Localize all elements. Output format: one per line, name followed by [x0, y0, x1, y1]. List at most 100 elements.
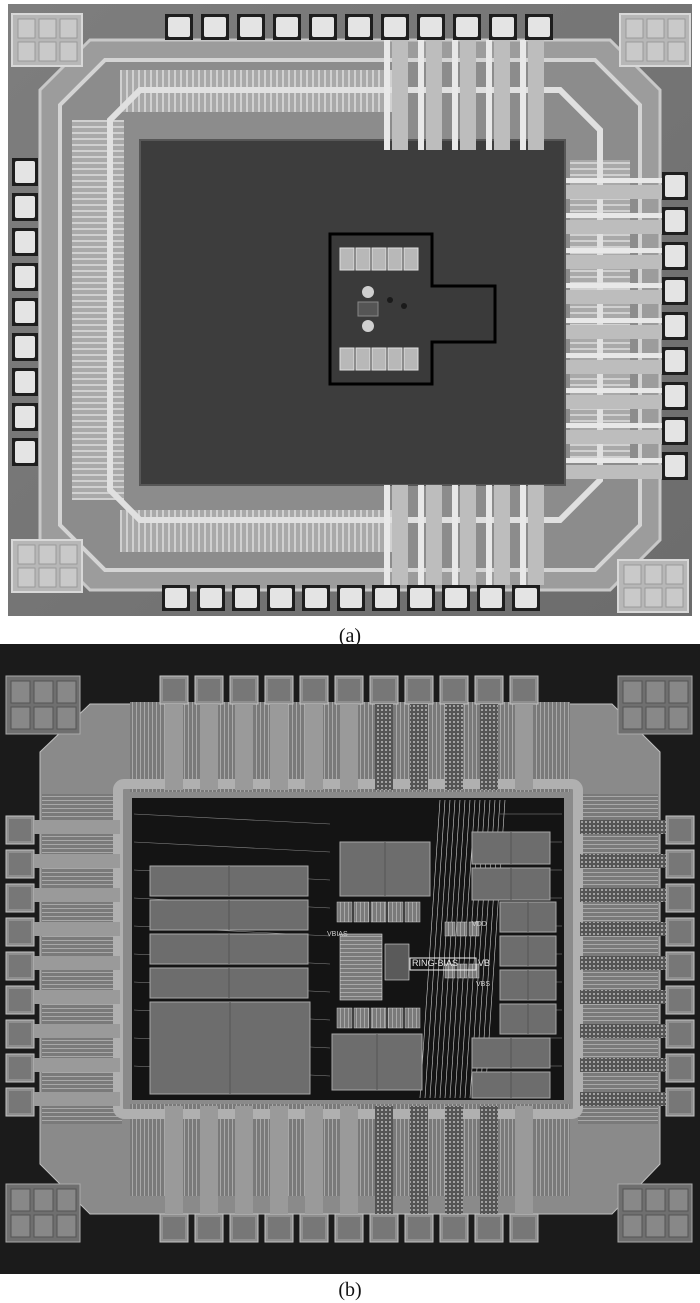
lead — [165, 1106, 183, 1214]
layout-pad-inner — [198, 1217, 220, 1239]
array-cell — [468, 921, 480, 937]
panel-b-layout: RING-BIAS VB VDD VBS VBIAS — [0, 644, 700, 1274]
array-cell — [371, 347, 387, 371]
lead-shadow — [494, 40, 510, 150]
lead — [486, 40, 492, 150]
array-cell — [387, 1007, 404, 1029]
bond-pad-metal — [200, 588, 222, 608]
array-cell — [355, 247, 371, 271]
lead — [34, 888, 120, 902]
array-cell — [403, 347, 419, 371]
bond-pad-metal — [665, 350, 685, 372]
lead — [480, 704, 498, 790]
trace — [133, 813, 331, 825]
lead — [566, 388, 662, 393]
array-cell — [387, 247, 403, 271]
analog-core — [339, 933, 383, 1001]
corner-cell-square — [625, 41, 644, 62]
layout-pad-inner — [669, 819, 691, 841]
lead — [384, 485, 390, 585]
corner-cell-square — [38, 18, 57, 39]
bond-pad-metal — [348, 17, 370, 37]
corner-cell-square — [59, 41, 78, 62]
label-vb: VB — [478, 958, 490, 968]
bond-pad-metal — [665, 420, 685, 442]
corner-cell-square — [623, 564, 642, 585]
lead-shadow — [528, 485, 544, 585]
corner-cell-square — [59, 544, 78, 565]
layout-corner-square — [56, 706, 77, 730]
corner-cell-square — [646, 41, 665, 62]
layout-pad-inner — [9, 1091, 31, 1113]
bond-pad-metal — [420, 17, 442, 37]
layout-corner-square — [668, 1188, 689, 1212]
lead — [566, 458, 662, 463]
lead-shadow — [566, 255, 662, 269]
layout-pad-inner — [513, 1217, 535, 1239]
lead — [580, 990, 666, 1004]
corner-cell-square — [667, 41, 686, 62]
layout-pad-inner — [9, 819, 31, 841]
lead — [566, 423, 662, 428]
corner-cell-square — [625, 18, 644, 39]
lead — [34, 990, 120, 1004]
bond-pad-metal — [312, 17, 334, 37]
layout-pad-inner — [268, 679, 290, 701]
layout-pad-inner — [9, 1057, 31, 1079]
array-cell — [353, 901, 370, 923]
lead — [566, 283, 662, 288]
lead — [580, 854, 666, 868]
caption-b: (b) — [338, 1279, 362, 1301]
trace — [449, 799, 471, 1099]
array-cell — [444, 963, 456, 979]
layout-corner-square — [10, 1188, 31, 1212]
pad-leads — [384, 40, 662, 585]
bond-pad-metal — [515, 588, 537, 608]
caption-a: (a) — [338, 625, 362, 647]
lead — [452, 40, 458, 150]
lead — [34, 1058, 120, 1072]
layout-pads — [5, 675, 695, 1243]
layout-pad-inner — [233, 1217, 255, 1239]
lead — [520, 485, 526, 585]
corner-cell-square — [667, 18, 686, 39]
array-cell — [353, 1007, 370, 1029]
routing-bottom — [120, 510, 400, 552]
bond-pad-metal — [15, 266, 35, 288]
layout-pad-inner — [443, 1217, 465, 1239]
layout-corner-square — [622, 706, 643, 730]
bond-pads — [11, 13, 691, 613]
lead — [580, 922, 666, 936]
layout-pad-inner — [478, 679, 500, 701]
corner-cell-square — [17, 544, 36, 565]
corner-cell-square — [17, 567, 36, 588]
bond-pad-metal — [375, 588, 397, 608]
bond-pad-metal — [665, 245, 685, 267]
layout-corner-square — [622, 1188, 643, 1212]
layout-pad-inner — [669, 887, 691, 909]
layout-pad-inner — [9, 955, 31, 977]
array-cell — [336, 901, 353, 923]
layout-pad-inner — [408, 679, 430, 701]
bond-pad-metal — [665, 210, 685, 232]
corner-cell-square — [665, 587, 684, 608]
layout-corner-square — [668, 706, 689, 730]
layout-pad-inner — [408, 1217, 430, 1239]
layout-corner-square — [645, 680, 666, 704]
lead — [520, 40, 526, 150]
lead — [566, 353, 662, 358]
corner-cell-square — [38, 544, 57, 565]
trace — [439, 799, 461, 1099]
layout-pad-inner — [373, 1217, 395, 1239]
lead — [235, 1106, 253, 1214]
corner-cell-square — [17, 18, 36, 39]
label-vdd: VDD — [472, 921, 487, 928]
array-cell — [339, 247, 355, 271]
lead — [480, 1106, 498, 1214]
layout-pad-inner — [9, 853, 31, 875]
lead — [445, 704, 463, 790]
layout-corner-square — [10, 1214, 31, 1238]
lead — [384, 40, 390, 150]
bond-pad-metal — [528, 17, 550, 37]
lead — [410, 704, 428, 790]
